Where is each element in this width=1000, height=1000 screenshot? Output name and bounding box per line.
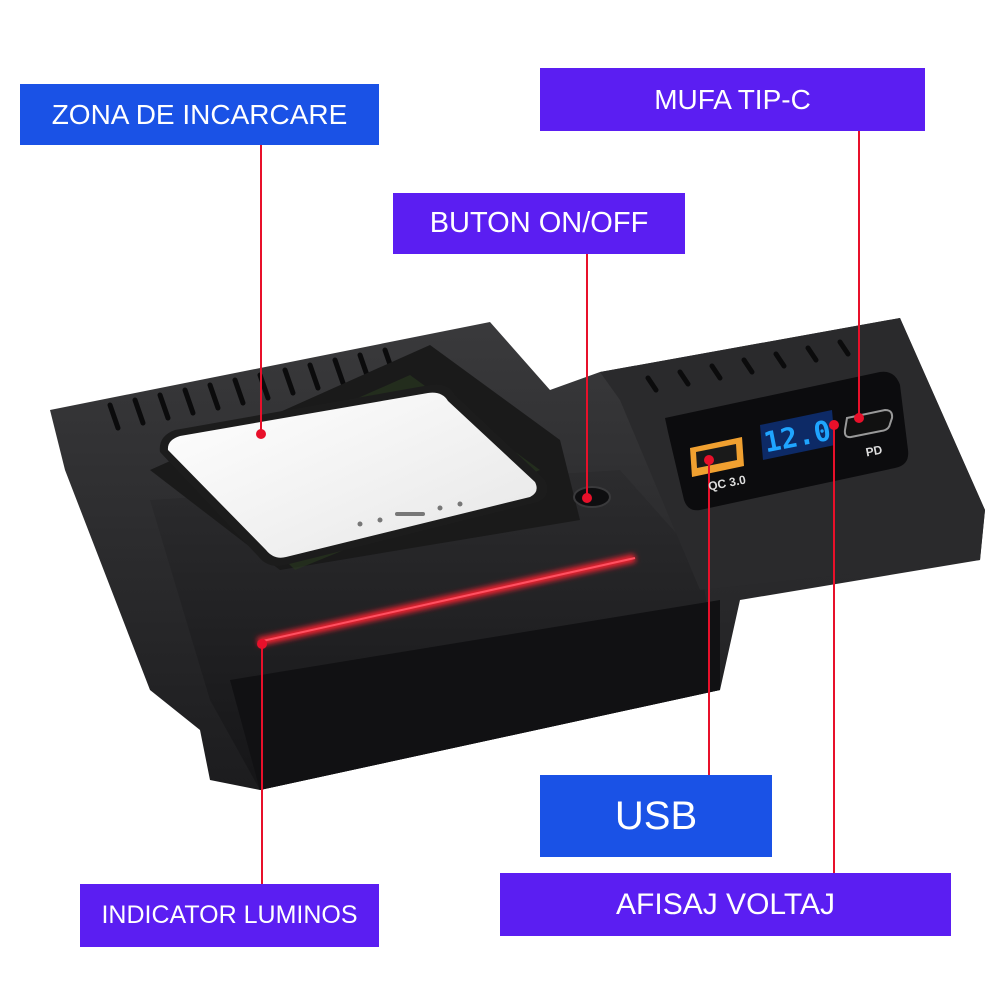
led-light-strip: [257, 554, 636, 646]
label-light-indicator: INDICATOR LUMINOS: [80, 884, 379, 947]
label-usb: USB: [540, 775, 772, 857]
label-power-button: BUTON ON/OFF: [393, 193, 685, 254]
callout-dots: [256, 413, 864, 649]
label-charging-zone: ZONA DE INCARCARE: [20, 84, 379, 145]
callout-lines: [260, 131, 860, 884]
type-c-port-text: PD: [864, 442, 883, 459]
label-voltage-display: AFISAJ VOLTAJ: [500, 873, 951, 936]
label-type-c-port: MUFA TIP-C: [540, 68, 925, 131]
power-button[interactable]: [573, 486, 611, 508]
voltage-display: [760, 410, 835, 460]
